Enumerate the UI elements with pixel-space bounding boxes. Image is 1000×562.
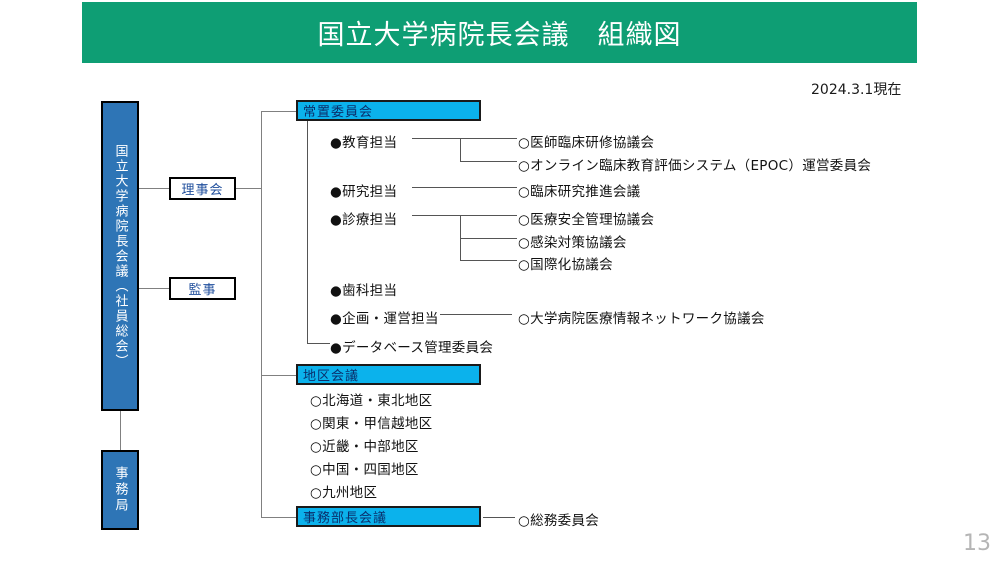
committee-item-planning-operations[interactable]: ●企画・運営担当 <box>330 311 439 327</box>
connector-trunk-to-admin-directors-meeting <box>261 517 296 518</box>
connector-admin-to-general-affairs <box>483 517 515 518</box>
connector-education-h <box>412 138 517 139</box>
connector-research-h <box>412 187 517 188</box>
root-node-label: 国立大学病院長会議（社員総会） <box>112 143 128 369</box>
committee-child-clinical-research-promotion[interactable]: ○臨床研究推進会議 <box>518 184 641 200</box>
connector-standing-committee-spine <box>307 121 308 343</box>
district-item-hokkaido-tohoku[interactable]: ○北海道・東北地区 <box>310 393 433 409</box>
connector-education-v <box>460 138 461 161</box>
secretariat-label: 事務局 <box>112 466 128 514</box>
district-meeting-header-label: 地区会議 <box>303 369 360 384</box>
district-item-chugoku-shikoku[interactable]: ○中国・四国地区 <box>310 462 419 478</box>
committee-item-research[interactable]: ●研究担当 <box>330 184 398 200</box>
committee-child-doctor-clinical-training[interactable]: ○医師臨床研修協議会 <box>518 135 655 151</box>
node-auditor[interactable]: 監事 <box>169 277 236 300</box>
committee-child-hospital-medical-info-network[interactable]: ○大学病院医療情報ネットワーク協議会 <box>518 311 765 327</box>
committee-child-medical-safety[interactable]: ○医療安全管理協議会 <box>518 212 655 228</box>
committee-child-internationalization[interactable]: ○国際化協議会 <box>518 257 613 273</box>
section-header-admin-directors-meeting[interactable]: 事務部長会議 <box>296 506 481 527</box>
page-number: 13 <box>963 531 991 556</box>
connector-root-to-auditor <box>139 288 169 289</box>
committee-item-dentistry[interactable]: ●歯科担当 <box>330 283 398 299</box>
node-secretariat[interactable]: 事務局 <box>101 450 139 530</box>
connector-spine-to-database-committee <box>307 343 330 344</box>
connector-planning-h <box>440 314 512 315</box>
section-header-standing-committee[interactable]: 常置委員会 <box>296 100 481 121</box>
root-node-assembly[interactable]: 国立大学病院長会議（社員総会） <box>101 101 139 411</box>
connector-root-to-secretariat <box>120 411 121 450</box>
connector-medical-care-h <box>412 215 517 216</box>
connector-medical-care-child2-h <box>460 238 517 239</box>
node-board-of-directors[interactable]: 理事会 <box>169 177 236 200</box>
committee-child-infection-control[interactable]: ○感染対策協議会 <box>518 235 627 251</box>
district-item-kanto-koshinetsu[interactable]: ○関東・甲信越地区 <box>310 416 433 432</box>
connector-medical-care-v <box>460 215 461 260</box>
admin-directors-meeting-header-label: 事務部長会議 <box>303 511 388 526</box>
committee-item-database-management[interactable]: ●データベース管理委員会 <box>330 340 494 356</box>
page-title: 国立大学病院長会議 組織図 <box>317 20 682 51</box>
district-item-kinki-chubu[interactable]: ○近畿・中部地区 <box>310 439 419 455</box>
board-label: 理事会 <box>181 183 224 198</box>
admin-child-general-affairs-committee[interactable]: ○総務委員会 <box>518 513 600 529</box>
connector-root-to-board <box>139 188 169 189</box>
title-banner: 国立大学病院長会議 組織図 <box>82 2 917 63</box>
connector-education-child2-h <box>460 161 517 162</box>
connector-trunk-to-district-meeting <box>261 375 296 376</box>
connector-main-trunk <box>261 111 262 517</box>
committee-item-education[interactable]: ●教育担当 <box>330 135 398 151</box>
auditor-label: 監事 <box>188 283 217 298</box>
district-item-kyushu[interactable]: ○九州地区 <box>310 485 378 501</box>
date-label: 2024.3.1現在 <box>811 82 902 98</box>
connector-board-to-trunk <box>236 188 261 189</box>
committee-item-medical-care[interactable]: ●診療担当 <box>330 212 398 228</box>
committee-child-epoc[interactable]: ○オンライン臨床教育評価システム（EPOC）運営委員会 <box>518 158 872 174</box>
standing-committee-header-label: 常置委員会 <box>303 105 374 120</box>
connector-trunk-to-standing-committee <box>261 111 296 112</box>
section-header-district-meeting[interactable]: 地区会議 <box>296 364 481 385</box>
connector-medical-care-child3-h <box>460 260 517 261</box>
